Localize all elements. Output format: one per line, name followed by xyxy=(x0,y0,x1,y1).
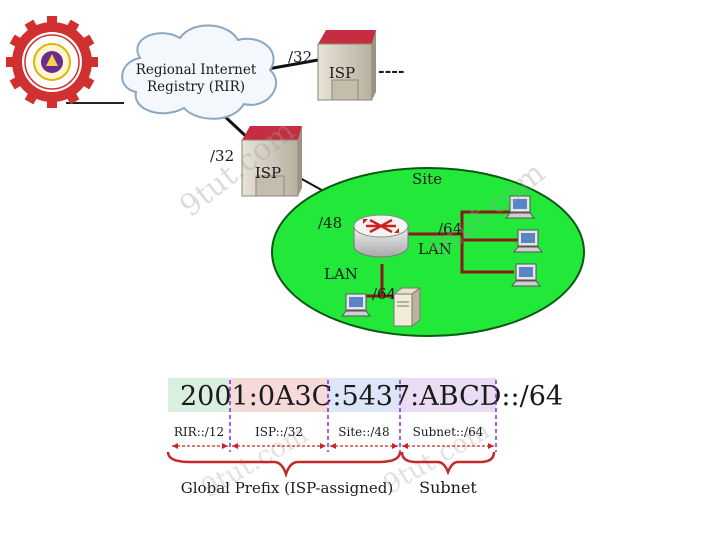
segment-dividers xyxy=(229,380,497,452)
arrow-heads xyxy=(172,443,494,449)
address-seg-bg xyxy=(168,378,230,412)
lan-right-label: LAN xyxy=(418,240,452,258)
rir-cloud: Regional Internet Registry (RIR) xyxy=(121,24,277,120)
lan-right-prefix: /64 xyxy=(438,220,462,238)
subnet-brace xyxy=(400,451,496,476)
isp-top-more: ---- xyxy=(378,61,405,80)
part-label-rir: RIR::/12 xyxy=(174,425,224,439)
router-icon xyxy=(353,214,409,258)
address-seg-bg xyxy=(230,378,328,412)
global-prefix-label: Global Prefix (ISP-assigned) xyxy=(181,479,393,497)
address-seg-bg xyxy=(400,378,496,412)
isp-mid-prefix: /32 xyxy=(210,147,234,165)
isp-top-label: ISP xyxy=(329,64,355,82)
workstation-icon xyxy=(340,293,372,317)
lan-bottom-prefix: /64 xyxy=(372,285,396,303)
subnet-label: Subnet xyxy=(419,478,477,497)
university-logo xyxy=(6,16,98,108)
address-segment: :ABCD xyxy=(410,381,501,412)
part-label-isp: ISP::/32 xyxy=(255,425,303,439)
workstation-icon xyxy=(512,229,544,253)
address-segment: 2001 xyxy=(180,381,249,412)
workstation-icon xyxy=(510,263,542,287)
isp-mid-building: ISP xyxy=(241,126,302,197)
lan-bottom-label: LAN xyxy=(324,265,358,283)
part-label-subnet: Subnet::/64 xyxy=(413,425,484,439)
part-label-site: Site::/48 xyxy=(338,425,389,439)
isp-top-building: ISP xyxy=(317,30,376,101)
isp-top-prefix: /32 xyxy=(288,48,312,66)
address-segment: :5437 xyxy=(332,381,410,412)
address-segment: :0A3C xyxy=(249,381,333,412)
ipv6-address: 2001:0A3C:5437:ABCD::/64 xyxy=(180,381,563,412)
global-prefix-brace xyxy=(166,451,402,478)
address-seg-bg xyxy=(328,378,400,412)
server-icon xyxy=(392,287,422,327)
rir-label-line2: Registry (RIR) xyxy=(147,79,245,95)
site-label: Site xyxy=(412,170,442,188)
site-prefix: /48 xyxy=(318,214,342,232)
isp-mid-label: ISP xyxy=(255,164,281,182)
address-segment: ::/64 xyxy=(501,381,563,412)
workstation-icon xyxy=(504,195,536,219)
rir-label-line1: Regional Internet xyxy=(136,62,257,78)
slide-header-rule xyxy=(66,102,124,104)
